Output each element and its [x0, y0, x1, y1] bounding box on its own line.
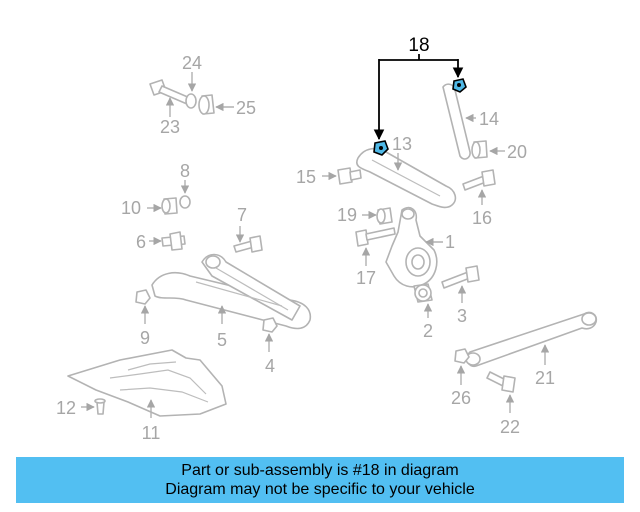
- callout-17: 17: [356, 268, 376, 288]
- callout-numbers: 24 25 23 8 10 6 7 9 5 4 11 12 18 13 14 2…: [56, 35, 555, 443]
- callout-7: 7: [237, 205, 247, 225]
- callout-13: 13: [392, 134, 412, 154]
- callout-24: 24: [182, 53, 202, 73]
- banner-line-2: Diagram may not be specific to your vehi…: [165, 481, 475, 498]
- callout-3: 3: [457, 306, 467, 326]
- part-17-bolt: [355, 227, 396, 247]
- info-banner: Part or sub-assembly is #18 in diagram D…: [16, 457, 624, 503]
- part-25-bushing: [198, 94, 215, 115]
- part-5-control-arm: [151, 253, 312, 330]
- callout-21: 21: [535, 368, 555, 388]
- part-3-bolt: [441, 265, 480, 289]
- part-16-bolt: [462, 169, 496, 191]
- part-6-bolt: [161, 231, 186, 251]
- part-4-nut: [262, 317, 278, 333]
- callout-18: 18: [408, 35, 429, 56]
- callout-23: 23: [160, 117, 180, 137]
- part-20-bushing: [471, 140, 488, 159]
- callout-1: 1: [445, 232, 455, 252]
- part-22-bolt: [486, 371, 516, 393]
- callout-15: 15: [296, 167, 316, 187]
- callout-26: 26: [451, 388, 471, 408]
- callout-16: 16: [472, 208, 492, 228]
- part-26-nut: [454, 348, 470, 364]
- callout-5: 5: [217, 330, 227, 350]
- callout-19: 19: [337, 205, 357, 225]
- part-21-lateral-link: [465, 311, 598, 368]
- callout-4: 4: [265, 356, 275, 376]
- callout-22: 22: [500, 417, 520, 437]
- part-12-clip: [94, 398, 106, 415]
- callout-18-leader: [373, 54, 464, 141]
- callout-6: 6: [136, 232, 146, 252]
- part-18-nut-left[interactable]: [373, 140, 389, 156]
- part-15-bolt: [337, 167, 362, 185]
- callout-20: 20: [507, 142, 527, 162]
- part-1-knuckle: [385, 206, 438, 288]
- part-13-upper-arm: [355, 147, 457, 209]
- callout-12: 12: [56, 398, 76, 418]
- part-9-nut: [135, 289, 151, 305]
- part-7-bolt: [233, 235, 263, 253]
- parts-diagram: 24 25 23 8 10 6 7 9 5 4 11 12 18 13 14 2…: [56, 35, 598, 443]
- part-24-washer: [185, 93, 197, 109]
- callout-9: 9: [140, 328, 150, 348]
- leader-lines: [81, 72, 550, 418]
- part-18-nut-right[interactable]: [452, 78, 467, 93]
- callout-2: 2: [423, 321, 433, 341]
- banner-line-1: Part or sub-assembly is #18 in diagram: [181, 462, 459, 479]
- callout-11: 11: [142, 423, 161, 443]
- callout-10: 10: [121, 198, 141, 218]
- callout-14: 14: [479, 109, 499, 129]
- part-2-bushing: [413, 283, 433, 303]
- part-19-bushing: [376, 207, 393, 225]
- part-8-nut: [179, 195, 191, 209]
- part-14-link: [442, 83, 471, 160]
- callout-25: 25: [236, 98, 256, 118]
- callout-8: 8: [180, 161, 190, 181]
- part-10-bushing: [161, 197, 178, 215]
- part-11-shield: [67, 349, 227, 417]
